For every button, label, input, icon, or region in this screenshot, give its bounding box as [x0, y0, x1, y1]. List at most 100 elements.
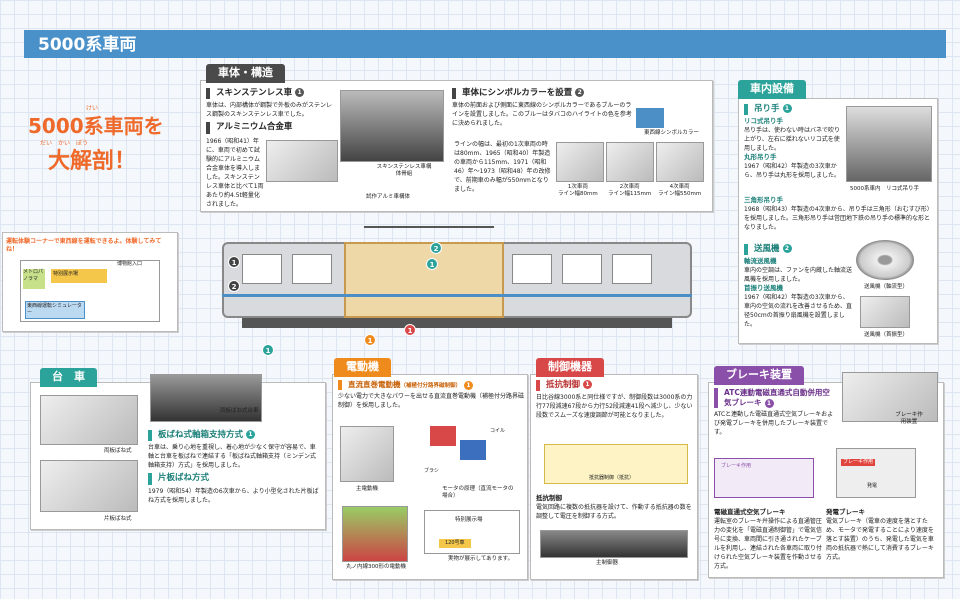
- brake-gen-heading: 発電ブレーキ: [826, 508, 865, 516]
- badge-body-2: 2: [228, 280, 240, 292]
- bogie-diagram-top: [40, 395, 138, 445]
- control-diagram: 抵抗器制御（抵抗）: [544, 444, 688, 484]
- train-window-5: [612, 254, 652, 284]
- color-number: 2: [575, 88, 585, 97]
- controller-caption: 主制御器: [596, 560, 619, 566]
- motor-photo: [340, 426, 394, 482]
- diagram-brush-label: ブラシ: [424, 468, 439, 474]
- gen4-caption: 4次車両 ライン幅550mm: [658, 184, 702, 198]
- headline-ruby-1: けい: [86, 105, 99, 112]
- brake-gen-block: 発電ブレーキ 電気ブレーキ（電車の速度を落とすため、モータで発電することにより速…: [826, 508, 938, 562]
- headline-ruby-2: だい かい ぼう: [40, 140, 89, 147]
- diagram-magnet-red: [430, 426, 456, 446]
- motor-number: 1: [464, 380, 474, 390]
- brake-air-heading: 電磁直通式空気ブレーキ: [714, 508, 786, 516]
- stainless-caption: スキンステンレス車構体骨組: [376, 164, 432, 178]
- brake-photo-caption: ブレーキ作用装置: [895, 412, 923, 426]
- bogie-title-2: 片板ばね方式: [148, 473, 320, 485]
- page-title: 5000系車両: [38, 35, 137, 55]
- fan-number: 2: [782, 244, 792, 253]
- bogie-caption-bottom: 片板ばね式: [104, 516, 132, 522]
- map-metro: メトロパノラマ: [23, 269, 45, 289]
- round-heading: 丸形吊り手: [744, 153, 777, 162]
- bogie-photo: [150, 374, 262, 422]
- brake-text: ATCと連動した電磁直通式空気ブレーキおよび発電ブレーキを併用したブレーキ装置で…: [714, 411, 834, 437]
- train-underframe: [242, 318, 672, 328]
- brake-photo: [842, 372, 938, 422]
- bogie-diagram-bottom: [40, 460, 138, 512]
- tri-text: 1968（昭和43）年製造の4次車から、吊り手は三角形（おむすび形）を採用しまし…: [744, 205, 933, 231]
- aluminum-caption: 試作アルミ車構体: [366, 194, 410, 200]
- interior-tab: 車内設備: [738, 80, 806, 99]
- headline-line-1: 5000系車両を: [28, 114, 164, 138]
- motor-text-block: 直流直巻電動機（補極付分路界磁制御）1 少ない電力で大きなパワーを出せる直流直巻…: [338, 380, 524, 410]
- control-diagram-label: 抵抗器制御（抵抗）: [589, 475, 635, 481]
- badge-control: 1: [404, 324, 416, 336]
- badge-interior-1: 1: [426, 258, 438, 270]
- strap-number: 1: [782, 104, 792, 113]
- stainless-frame-photo: [340, 90, 444, 162]
- fan1-caption: 送風機（軸流型）: [864, 284, 909, 290]
- stainless-text: 車体は、内部構体が鋼製で外板のみがステンレス鋼製のスキンステンレス車でした。: [206, 102, 333, 119]
- exhibit-map: 特別展示場 120号車: [424, 510, 520, 554]
- brake-air-diagram: ブレーキ作用: [714, 458, 814, 498]
- round-text: 1967（昭和42）年製造の3次車から、吊り手は丸形を採用しました。: [744, 163, 841, 179]
- exhibit-caption: 実物が展示してあります。: [448, 556, 514, 562]
- brake-air-block: 電磁直通式空気ブレーキ 運転室のブレーキ弁操作による直通管圧力の変化を「電磁直通…: [714, 508, 822, 571]
- bogie-photo-caption: 両板ばね式台車: [220, 408, 259, 414]
- brake-air-diagram-label: ブレーキ作用: [721, 463, 752, 469]
- bogie-text-1: 台車は、乗り心地を重視し、着心地が少なく保守が容易で、車軸と台車を板ばねで連結す…: [148, 444, 317, 470]
- motor-cutaway-caption: 丸ノ内線300形の電動機: [346, 564, 406, 570]
- fan2-caption: 送風機（首振型）: [864, 332, 909, 338]
- brake-gen-text: 電気ブレーキ（電車の速度を落とすため、モータで発電することにより速度を落とす装置…: [826, 517, 934, 561]
- motor-title-note: （補極付分路界磁制御）: [400, 383, 462, 389]
- fan1-text: 車内の空調は、ファンを内蔵した軸流送風機を採用しました。: [744, 267, 853, 284]
- strap-photo: [846, 106, 932, 182]
- brake-air-text: 運転室のブレーキ弁操作による直通管圧力の変化を「電磁直通制御管」で電気信号に変換…: [714, 517, 823, 570]
- controller-photo: [540, 530, 688, 558]
- control-tab: 制御機器: [536, 358, 604, 377]
- tri-block: 三角形吊り手 1968（昭和43）年製造の4次車から、吊り手は三角形（おむすび形…: [744, 196, 934, 232]
- badge-bogie: 1: [262, 344, 274, 356]
- color-text-2: ラインの幅は、最初の1次車両の時は80mm、1965（昭和40）年製造の車両から…: [454, 141, 551, 193]
- diagram-magnet-blue: [460, 440, 486, 460]
- control-text-2: 電気回路に複数の抵抗器を設けて、作動する抵抗器の数を調整して電圧を制御する方式。: [536, 503, 692, 520]
- brake-number: 1: [764, 398, 774, 408]
- page-title-bar: 5000系車両: [24, 30, 946, 58]
- train-window-4: [562, 254, 602, 284]
- brake-tab: ブレーキ装置: [714, 366, 804, 385]
- simulator-map: メトロパノラマ 特別展示場 博物館入口 東西線運転シミュレーター: [20, 260, 160, 322]
- gen2-caption: 2次車両 ライン幅115mm: [608, 184, 652, 198]
- fan1-photo: [856, 240, 914, 280]
- aluminum-text: 1966（昭和41）年に、車両で初めて試験的にアルミニウム合金車体を導入しました…: [206, 138, 264, 208]
- fan2-photo: [860, 296, 910, 328]
- fan1-heading: 軸流送風機: [744, 257, 777, 266]
- badge-motor: 1: [364, 334, 376, 346]
- train-illustration: [212, 226, 700, 330]
- stainless-number: 1: [295, 88, 305, 97]
- motor-principle-caption: モータの原理（直流モータの場合）: [442, 486, 514, 500]
- headline: けい 5000系車両を だい かい ぼう 大解剖！: [26, 105, 186, 185]
- brake-gen-diagram-label-1: ブレーキ作用: [841, 459, 876, 466]
- bogie-tab: 台 車: [40, 368, 97, 387]
- badge-body-1: 1: [228, 256, 240, 268]
- motor-cutaway-photo: [342, 506, 408, 562]
- simulator-text: 運転体験コーナーで東西線を運転できるよ。体験してみてね！: [6, 238, 162, 254]
- gen1-photo: [556, 142, 604, 182]
- exhibit-label: 特別展示場: [455, 517, 483, 523]
- body-structure-tab: 車体・構造: [206, 64, 285, 83]
- control-heading-2: 抵抗制御: [536, 494, 562, 502]
